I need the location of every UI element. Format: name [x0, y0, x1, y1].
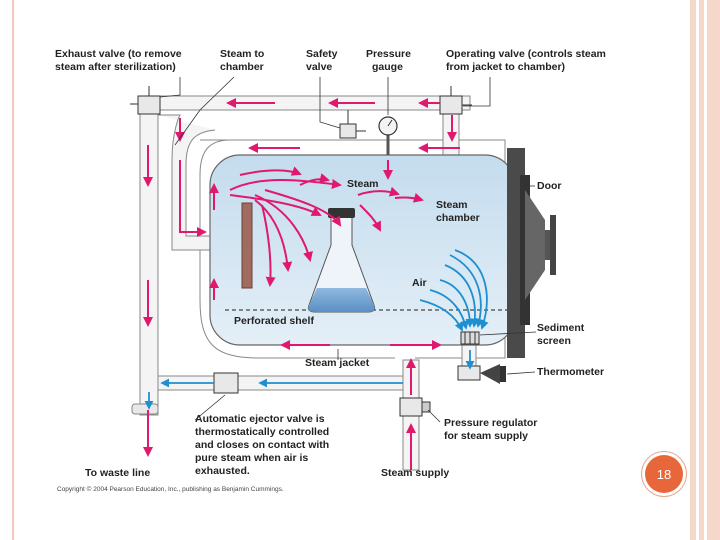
exhaust-valve-icon	[130, 86, 161, 115]
steam-to-chamber-label-1: Steam to	[220, 48, 264, 60]
to-waste-line-label: To waste line	[85, 467, 150, 479]
leader-lines	[159, 76, 537, 423]
operating-valve-icon	[439, 86, 472, 115]
flask-icon	[307, 208, 376, 313]
steam-jacket-label: Steam jacket	[305, 357, 370, 369]
heating-element	[241, 202, 253, 289]
ejector-label-3: and closes on contact with	[195, 439, 329, 451]
pressure-gauge-label-2: gauge	[372, 61, 403, 73]
steam-chamber-label-2: chamber	[436, 212, 480, 224]
slide-number-badge: 18	[645, 455, 683, 493]
thermometer-label: Thermometer	[537, 366, 604, 378]
copyright-text: Copyright © 2004 Pearson Education, Inc.…	[57, 485, 284, 493]
frame-stripe	[704, 0, 707, 540]
steam-chamber-label-1: Steam	[436, 199, 468, 211]
pressure-gauge-label-1: Pressure	[366, 48, 411, 60]
ejector-label-5: exhausted.	[195, 465, 250, 477]
ejector-label-4: pure steam when air is	[195, 452, 308, 464]
safety-valve-icon	[339, 110, 366, 139]
slide-number: 18	[656, 466, 672, 482]
slide-frame-right	[690, 0, 720, 540]
ejector-label-1: Automatic ejector valve is	[195, 413, 325, 425]
exhaust-valve-label-2: steam after sterilization)	[55, 61, 176, 73]
pressure-regulator-icon	[399, 397, 431, 417]
slide-frame-left	[0, 0, 14, 540]
frame-stripe	[696, 0, 699, 540]
sediment-screen-icon	[460, 331, 480, 345]
operating-valve-label-2: from jacket to chamber)	[446, 61, 565, 73]
steam-to-chamber-label-2: chamber	[220, 61, 264, 73]
pressure-regulator-label-2: for steam supply	[444, 430, 528, 442]
pressure-gauge-icon	[378, 116, 398, 155]
exhaust-valve-label-1: Exhaust valve (to remove	[55, 48, 182, 60]
ejector-label-2: thermostatically controlled	[195, 426, 329, 438]
sediment-screen-label-2: screen	[537, 335, 571, 347]
waste-fitting	[131, 403, 159, 415]
steam-flow-arrows	[143, 98, 460, 470]
sediment-screen-label-1: Sediment	[537, 322, 585, 334]
ejector-valve-icon	[213, 372, 239, 394]
pressure-regulator-label-1: Pressure regulator	[444, 417, 537, 429]
perforated-shelf-label: Perforated shelf	[234, 315, 314, 327]
safety-valve-label-2: valve	[306, 61, 332, 73]
air-label: Air	[412, 277, 427, 289]
door-label: Door	[537, 180, 562, 192]
door	[507, 148, 556, 358]
steam-supply-label: Steam supply	[381, 467, 449, 479]
thermometer-icon	[457, 364, 506, 384]
steam-label: Steam	[347, 178, 379, 190]
operating-valve-label-1: Operating valve (controls steam	[446, 48, 606, 60]
air-flow-arrows	[144, 249, 489, 410]
safety-valve-label-1: Safety	[306, 48, 338, 60]
